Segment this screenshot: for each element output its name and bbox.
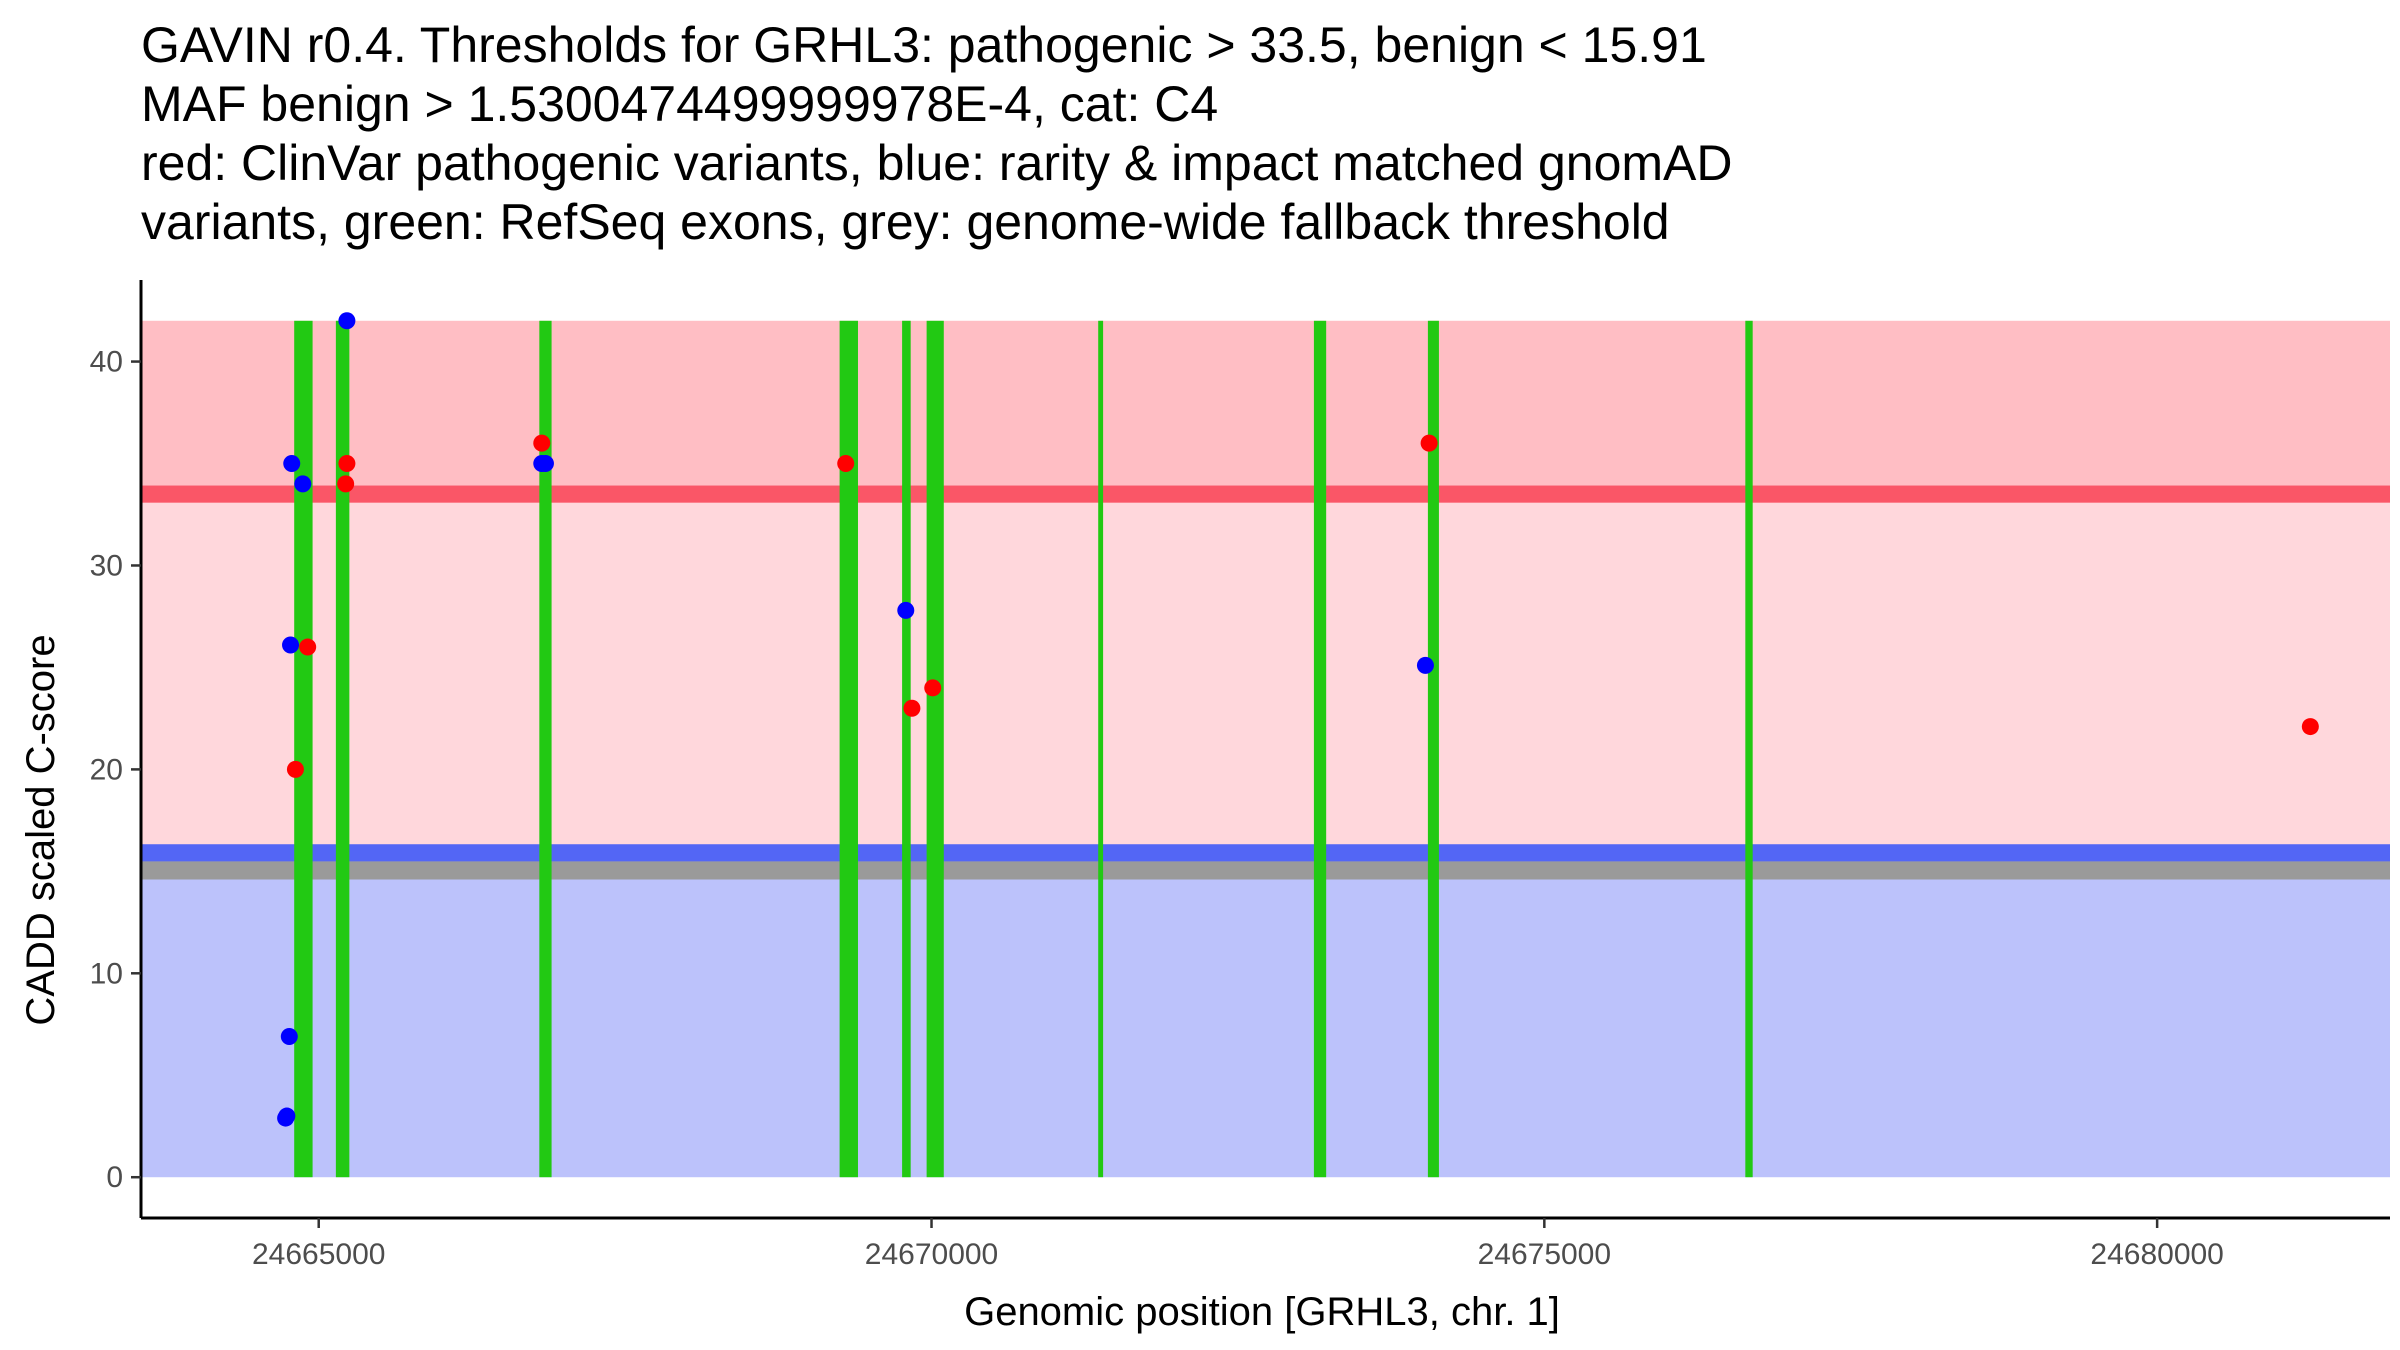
- fallback-threshold-band: [141, 861, 2390, 880]
- title-line-1: GAVIN r0.4. Thresholds for GRHL3: pathog…: [141, 17, 1707, 73]
- x-tick-label: 24665000: [252, 1238, 385, 1271]
- y-axis-title: CADD scaled C-score: [19, 634, 63, 1025]
- exon-band: [294, 320, 313, 1178]
- pathogenic-region: [141, 320, 2390, 495]
- exon-band: [1745, 320, 1753, 1178]
- data-point: [533, 434, 551, 452]
- y-tick-label: 30: [90, 549, 123, 582]
- exon-band: [335, 320, 350, 1178]
- title-line-2: MAF benign > 1.5300474499999978E-4, cat:…: [141, 76, 1218, 132]
- plot-area: 0 10 20 30 40 24665000 24670000 24675000 2468000…: [90, 280, 2390, 1271]
- exon-band: [1098, 320, 1104, 1178]
- data-point: [837, 455, 855, 473]
- title-line-3: red: ClinVar pathogenic variants, blue: …: [141, 135, 1732, 191]
- data-point: [299, 638, 317, 656]
- exon-band: [1427, 320, 1439, 1178]
- x-tick-label: 24670000: [865, 1238, 998, 1271]
- data-point: [337, 475, 355, 493]
- y-tick-label: 40: [90, 346, 123, 379]
- data-point: [338, 455, 356, 473]
- data-point: [903, 699, 921, 717]
- x-tick-label: 24675000: [1478, 1238, 1611, 1271]
- middle-region: [141, 494, 2390, 853]
- exon-band: [902, 320, 911, 1178]
- y-tick-label: 20: [90, 753, 123, 786]
- title-line-4: variants, green: RefSeq exons, grey: gen…: [141, 194, 1670, 250]
- y-tick-label: 0: [106, 1161, 123, 1194]
- data-point: [2301, 718, 2319, 736]
- benign-threshold-band: [141, 844, 2390, 862]
- exon-band: [539, 320, 552, 1178]
- data-point: [897, 601, 915, 619]
- data-point: [280, 1028, 298, 1046]
- data-point: [338, 312, 356, 330]
- data-point: [1420, 434, 1438, 452]
- exon-band: [926, 320, 944, 1178]
- pathogenic-threshold-band: [141, 485, 2390, 503]
- exon-band: [1313, 320, 1327, 1178]
- x-tick-label: 24680000: [2090, 1238, 2223, 1271]
- data-point: [924, 679, 942, 697]
- data-point: [1416, 656, 1434, 674]
- y-tick-label: 10: [90, 957, 123, 990]
- benign-region: [141, 852, 2390, 1178]
- data-point: [294, 475, 312, 493]
- data-point: [282, 636, 300, 654]
- data-point: [283, 455, 301, 473]
- data-point: [278, 1107, 296, 1125]
- data-point: [536, 455, 554, 473]
- x-axis-title: Genomic position [GRHL3, chr. 1]: [964, 1290, 1560, 1334]
- exon-band: [839, 320, 858, 1178]
- chart-title: GAVIN r0.4. Thresholds for GRHL3: pathog…: [141, 17, 1732, 250]
- data-point: [286, 760, 304, 778]
